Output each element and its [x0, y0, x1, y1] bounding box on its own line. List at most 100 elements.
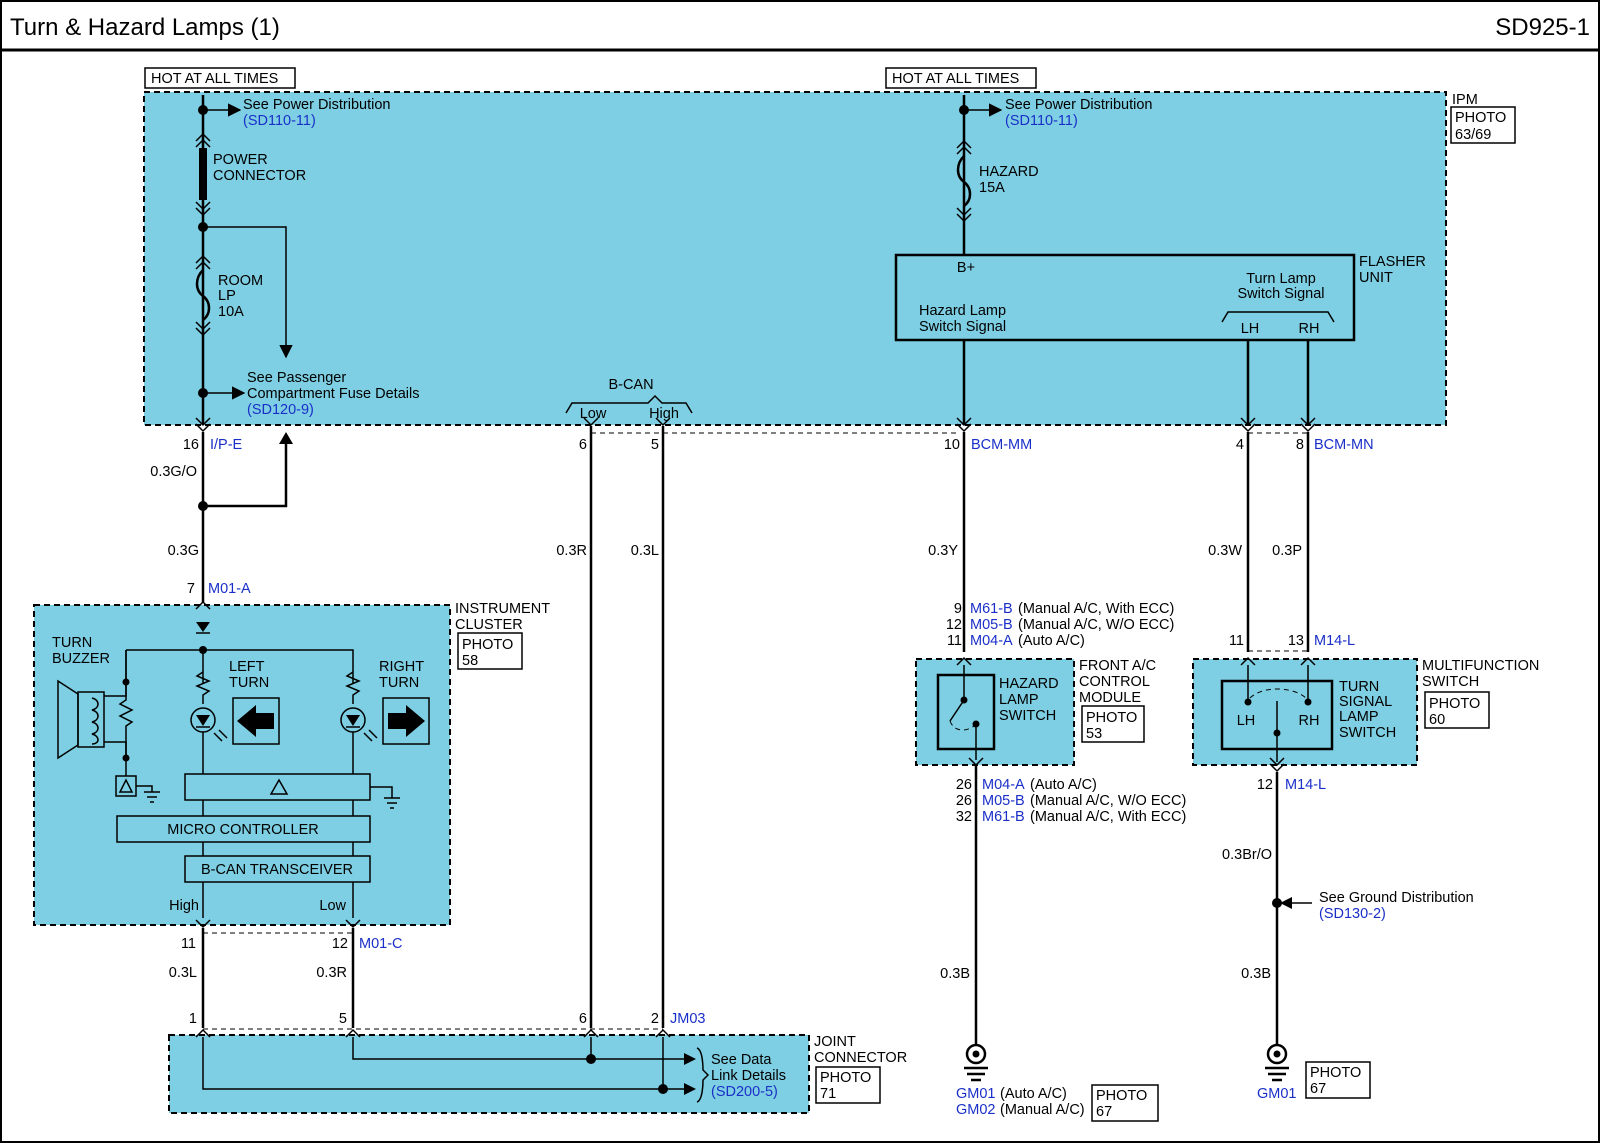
- turn-signal-label-2: Switch Signal: [1237, 286, 1324, 302]
- joint-connector-module: [168, 1034, 810, 1114]
- ac-top-desc-3: (Auto A/C): [1018, 633, 1085, 649]
- wire-label-03g: 0.3G: [168, 543, 199, 559]
- wire-label-03r: 0.3R: [556, 543, 587, 559]
- power-connector-bar: [199, 148, 207, 200]
- hazard-switch-contact: [972, 720, 980, 728]
- bcan-transceiver-label: B-CAN TRANSCEIVER: [201, 862, 353, 878]
- joint-input-chevrons: [195, 1028, 671, 1038]
- ic-input-diode: [196, 622, 210, 632]
- ground-symbol-icon: [964, 1066, 988, 1082]
- pin-5-joint: 5: [339, 1011, 347, 1027]
- flasher-lh-label: LH: [1241, 321, 1260, 337]
- ac-top-desc-2: (Manual A/C, W/O ECC): [1018, 617, 1174, 633]
- connector-bcm-mn: BCM-MN: [1314, 437, 1374, 453]
- ground-center: [972, 1050, 980, 1058]
- ground-symbol-icon: [1265, 1066, 1289, 1082]
- joint-photo-label: PHOTO: [820, 1070, 871, 1086]
- see-power-ref-1: (SD110-11): [243, 113, 316, 129]
- gm01-a-desc: (Auto A/C): [1000, 1086, 1067, 1102]
- hazard-fuse-chevron-top: [956, 139, 972, 155]
- hazard-fuse-label-1: HAZARD: [979, 164, 1039, 180]
- left-led-rays-icon: [213, 729, 228, 742]
- junction-dot: [658, 1084, 668, 1094]
- ac-bot-pin-1: 26: [956, 777, 972, 793]
- see-ground-label: See Ground Distribution: [1319, 890, 1474, 906]
- gm01-b-label: GM01: [1257, 1086, 1297, 1102]
- connector-bcm-mm: BCM-MM: [971, 437, 1032, 453]
- ground-center: [1273, 1050, 1281, 1058]
- connector-m14l-top: M14-L: [1314, 633, 1355, 649]
- instrument-cluster-label-2: CLUSTER: [455, 617, 523, 633]
- connector-m01a: M01-A: [208, 581, 251, 597]
- hazard-fuse-chevron-bottom: [956, 207, 972, 223]
- pin-2: 2: [651, 1011, 659, 1027]
- hot-at-all-times-box-2: [885, 67, 1037, 89]
- left-turn-label-1: LEFT: [229, 659, 265, 675]
- tsl-label-4: SWITCH: [1339, 725, 1396, 741]
- ac-photo-label: PHOTO: [1086, 710, 1137, 726]
- mfs-photo-number: 60: [1429, 712, 1445, 728]
- gnd2-photo-number: 67: [1310, 1081, 1326, 1097]
- room-fuse: [195, 269, 211, 321]
- joint-connector-label-1: JOINT: [814, 1034, 856, 1050]
- driver-ground-icon: [370, 786, 400, 809]
- feedback-arrowhead: [279, 432, 293, 444]
- ic-output-chevron: [195, 919, 361, 929]
- right-led-triangle: [346, 715, 360, 726]
- mfs-photo-label: PHOTO: [1429, 696, 1480, 712]
- power-connector-chevron: [195, 201, 211, 217]
- right-turn-label-2: TURN: [379, 675, 419, 691]
- power-connector-label-2: CONNECTOR: [213, 168, 306, 184]
- hazard-lamp-switch-label-2: LAMP: [999, 692, 1039, 708]
- ic-high-label: High: [169, 898, 199, 914]
- connector-m01c: M01-C: [359, 936, 403, 952]
- pin-13: 13: [1288, 633, 1304, 649]
- mfs-label-2: SWITCH: [1422, 674, 1479, 690]
- front-ac-label-1: FRONT A/C: [1079, 658, 1156, 674]
- hazard-switch-dashed-arc: [949, 720, 975, 731]
- junction-dot: [586, 1054, 596, 1064]
- hazard-signal-label-2: Switch Signal: [919, 319, 1006, 335]
- ac-top-conn-2: M05-B: [970, 617, 1013, 633]
- feedback-wire: [203, 437, 288, 508]
- buzzer-driver-triangle-icon: [118, 778, 134, 793]
- hazard-signal-label-1: Hazard Lamp: [919, 303, 1006, 319]
- pin-6-joint: 6: [579, 1011, 587, 1027]
- see-passenger-label-2: Compartment Fuse Details: [247, 386, 419, 402]
- ac-bot-pin-3: 32: [956, 809, 972, 825]
- pin-16: 16: [183, 437, 199, 453]
- junction-dot: [1272, 898, 1282, 908]
- gm01-a-label: GM01: [956, 1086, 996, 1102]
- gnd-photo-label: PHOTO: [1096, 1088, 1147, 1104]
- connector-jm03: JM03: [670, 1011, 705, 1027]
- left-turn-indicator-box: [232, 697, 280, 745]
- wire-label-03b-1: 0.3B: [940, 966, 970, 982]
- ac-bot-pin-2: 26: [956, 793, 972, 809]
- see-ground-ref: (SD130-2): [1319, 906, 1386, 922]
- turn-signal-label-1: Turn Lamp: [1246, 271, 1316, 287]
- flasher-unit-label-2: UNIT: [1359, 270, 1393, 286]
- power-connector-label-1: POWER: [213, 152, 268, 168]
- turn-buzzer-label-2: BUZZER: [52, 651, 110, 667]
- left-arrow-icon: [237, 705, 274, 737]
- gnd2-photo-box: [1305, 1061, 1371, 1099]
- see-data-brace: [696, 1047, 710, 1103]
- hazard-switch-contact: [960, 696, 968, 704]
- flasher-unit-box: [894, 253, 1356, 342]
- turn-buzzer-label-1: TURN: [52, 635, 92, 651]
- ac-bot-conn-2: M05-B: [982, 793, 1025, 809]
- tsl-label-2: SIGNAL: [1339, 694, 1392, 710]
- right-led-rays-icon: [363, 729, 378, 742]
- see-ground-arrowhead: [1280, 897, 1292, 909]
- room-fuse-chevron-bottom: [195, 321, 211, 337]
- micro-controller-label: MICRO CONTROLLER: [167, 822, 318, 838]
- room-fuse-chevron-top: [195, 254, 211, 270]
- ac-bot-conn-3: M61-B: [982, 809, 1025, 825]
- ac-top-conn-3: M04-A: [970, 633, 1013, 649]
- tsl-contact: [1273, 729, 1281, 737]
- ac-top-pin-1: 9: [954, 601, 962, 617]
- gnd2-photo-label: PHOTO: [1310, 1065, 1361, 1081]
- pin-5: 5: [651, 437, 659, 453]
